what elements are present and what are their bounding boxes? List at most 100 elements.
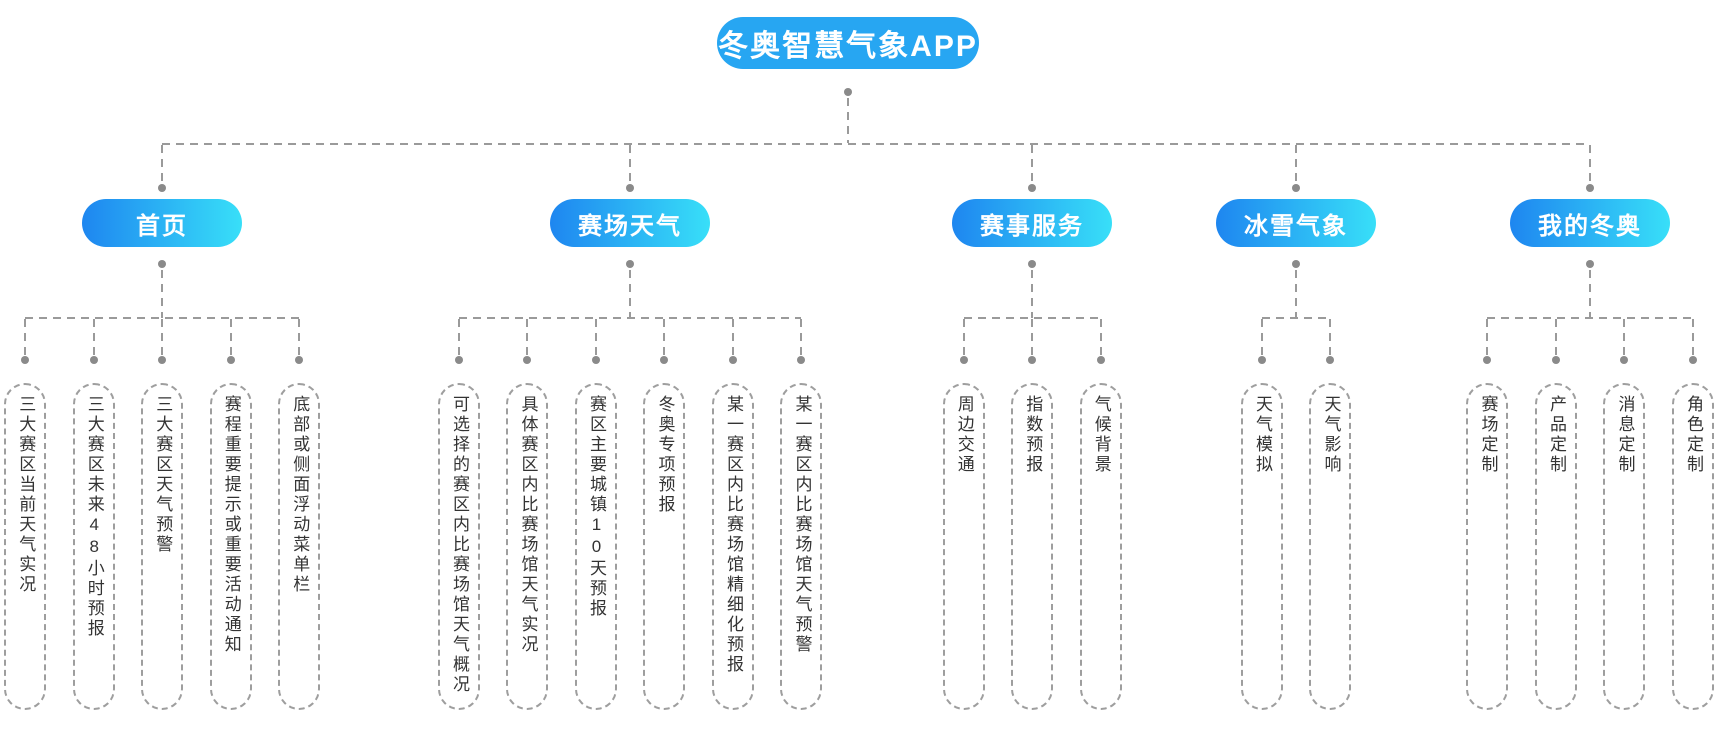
connector-dot [728,356,737,364]
leaf-node[interactable]: 三大赛区未来48小时预报 [72,383,115,710]
connector-line [1329,319,1332,355]
connector-line [663,319,666,355]
connector-line [24,319,26,355]
leaf-label: 消息定制 [1615,395,1635,475]
connector-dot [959,356,968,364]
connector-line [1589,145,1591,183]
leaf-node[interactable]: 某一赛区内比赛场馆天气预警 [780,383,823,710]
leaf-node[interactable]: 某一赛区内比赛场馆精细化预报 [711,383,754,710]
connector-line [162,143,1590,145]
connector-dot [1586,184,1594,192]
connector-dot [1292,260,1300,268]
leaf-label: 三大赛区未来48小时预报 [84,395,104,639]
leaf-label: 指数预报 [1023,395,1043,475]
leaf-label: 气候背景 [1091,395,1111,475]
connector-line [161,319,163,355]
leaf-label: 角色定制 [1683,395,1703,475]
branch-node[interactable]: 我的冬奥 [1510,199,1670,247]
connector-line [1031,319,1033,355]
connector-dot [1586,260,1594,268]
branch-node[interactable]: 首页 [82,199,242,247]
connector-dot [1028,260,1036,268]
branch-node[interactable]: 赛事服务 [952,199,1112,247]
connector-line [1691,319,1694,355]
connector-dot [626,184,634,192]
branch-node[interactable]: 冰雪气象 [1216,199,1376,247]
connector-line [731,319,734,355]
connector-line [161,145,163,183]
leaf-node[interactable]: 天气影响 [1309,383,1352,710]
connector-line [1589,270,1591,318]
connector-line [526,319,529,355]
leaf-node[interactable]: 赛区主要城镇10天预报 [574,383,617,710]
leaf-node[interactable]: 三大赛区当前天气实况 [4,383,46,710]
connector-line [298,319,300,355]
leaf-label: 三大赛区当前天气实况 [16,395,36,595]
connector-dot [295,356,303,364]
leaf-node[interactable]: 产品定制 [1534,383,1577,710]
leaf-node[interactable]: 气候背景 [1079,383,1122,710]
connector-line [629,270,631,318]
connector-dot [1688,356,1697,364]
connector-dot [1257,356,1266,364]
connector-dot [1620,356,1629,364]
leaf-label: 赛区主要城镇10天预报 [586,395,606,619]
leaf-node[interactable]: 冬奥专项预报 [643,383,686,710]
leaf-node[interactable]: 三大赛区天气预警 [141,383,183,710]
connector-line [1295,145,1297,183]
connector-dot [591,356,600,364]
root-node[interactable]: 冬奥智慧气象APP [717,17,979,69]
leaf-node[interactable]: 角色定制 [1671,383,1714,710]
connector-line [457,319,460,355]
connector-line [963,317,1101,319]
leaf-label: 周边交通 [954,395,974,475]
connector-line [962,319,965,355]
leaf-node[interactable]: 具体赛区内比赛场馆天气实况 [506,383,549,710]
connector-line [1260,319,1263,355]
connector-line [629,145,631,183]
leaf-label: 某一赛区内比赛场馆天气预警 [792,395,812,655]
leaf-label: 赛场定制 [1478,395,1498,475]
leaf-node[interactable]: 赛场定制 [1466,383,1509,710]
branch-node[interactable]: 赛场天气 [550,199,710,247]
connector-dot [844,88,852,96]
leaf-label: 天气影响 [1321,395,1341,475]
leaf-label: 某一赛区内比赛场馆精细化预报 [723,395,743,675]
leaf-node[interactable]: 天气模拟 [1240,383,1283,710]
leaf-label: 产品定制 [1546,395,1566,475]
leaf-label: 底部或侧面浮动菜单栏 [290,395,310,595]
connector-dot [21,356,29,364]
connector-dot [158,260,166,268]
connector-dot [626,260,634,268]
connector-dot [1028,184,1036,192]
leaf-node[interactable]: 周边交通 [942,383,985,710]
leaf-label: 三大赛区天气预警 [153,395,173,555]
connector-dot [523,356,532,364]
connector-line [1623,319,1626,355]
connector-dot [1096,356,1105,364]
connector-line [1099,319,1102,355]
leaf-node[interactable]: 消息定制 [1603,383,1646,710]
leaf-label: 冬奥专项预报 [655,395,675,515]
connector-line [1486,319,1489,355]
connector-dot [1028,356,1036,364]
leaf-label: 赛程重要提示或重要活动通知 [221,395,241,655]
connector-dot [660,356,669,364]
leaf-node[interactable]: 底部或侧面浮动菜单栏 [278,383,320,710]
connector-line [458,317,802,319]
leaf-label: 天气模拟 [1252,395,1272,475]
connector-dot [226,356,235,364]
connector-line [847,98,849,143]
connector-line [800,319,803,355]
connector-dot [797,356,806,364]
connector-dot [1483,356,1492,364]
connector-line [25,317,299,319]
connector-line [1487,317,1693,319]
leaf-node[interactable]: 赛程重要提示或重要活动通知 [209,383,252,710]
leaf-node[interactable]: 指数预报 [1011,383,1053,710]
connector-dot [1551,356,1560,364]
leaf-node[interactable]: 可选择的赛区内比赛场馆天气概况 [437,383,480,710]
connector-dot [1326,356,1335,364]
connector-line [161,270,163,318]
